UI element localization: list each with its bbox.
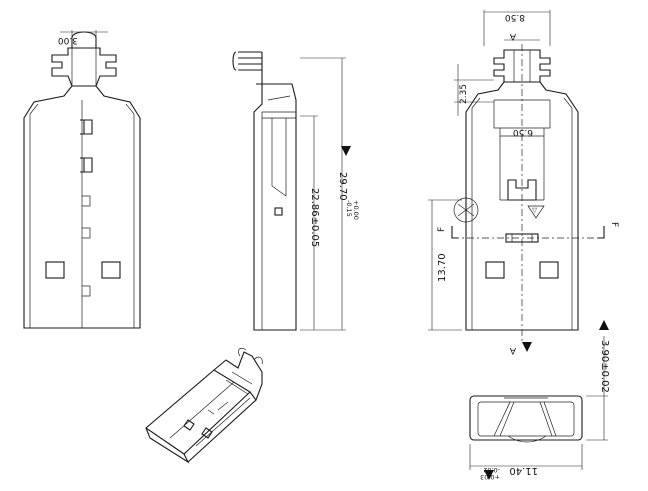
dim-tab-height: 2.35 xyxy=(459,84,469,104)
section-f-left-label: F xyxy=(437,227,447,232)
end-view: 3.90±0.02 11.40 +0.03 -0.02 xyxy=(469,320,610,481)
dim-end-width-tol-upper: +0.03 xyxy=(480,473,500,481)
flatness-symbol-text: ▽ xyxy=(532,206,537,214)
dim-end-width: 11.40 xyxy=(509,465,538,476)
dim-tab-width: 8.50 xyxy=(505,12,525,22)
section-a-top-label: A xyxy=(509,31,516,41)
isometric-view xyxy=(145,348,263,464)
section-f-right-label: F xyxy=(609,222,619,227)
section-a-bottom-label: A xyxy=(509,345,516,355)
side-view: 29.70 +0.00 -0.15 22.86±0.05 xyxy=(232,51,360,331)
dim-overall-length: 29.70 xyxy=(337,172,348,201)
dim-end-height: 3.90±0.02 xyxy=(599,340,610,393)
dim-end-width-tol-lower: -0.02 xyxy=(483,466,500,474)
dim-body-length: 22.86±0.05 xyxy=(309,188,320,247)
dim-overall-length-tol-lower: -0.15 xyxy=(345,200,353,217)
dim-overall-length-tol-upper: +0.00 xyxy=(352,200,360,220)
dim-3-00-label: 3.00 xyxy=(58,35,78,45)
left-front-view: 3.00 xyxy=(23,30,141,329)
dim-section-height: 13.70 xyxy=(437,253,448,282)
right-front-view: 8.50 2.35 6.50 ▽ F F A A xyxy=(428,10,619,355)
dim-inner-width: 6.50 xyxy=(513,127,533,137)
